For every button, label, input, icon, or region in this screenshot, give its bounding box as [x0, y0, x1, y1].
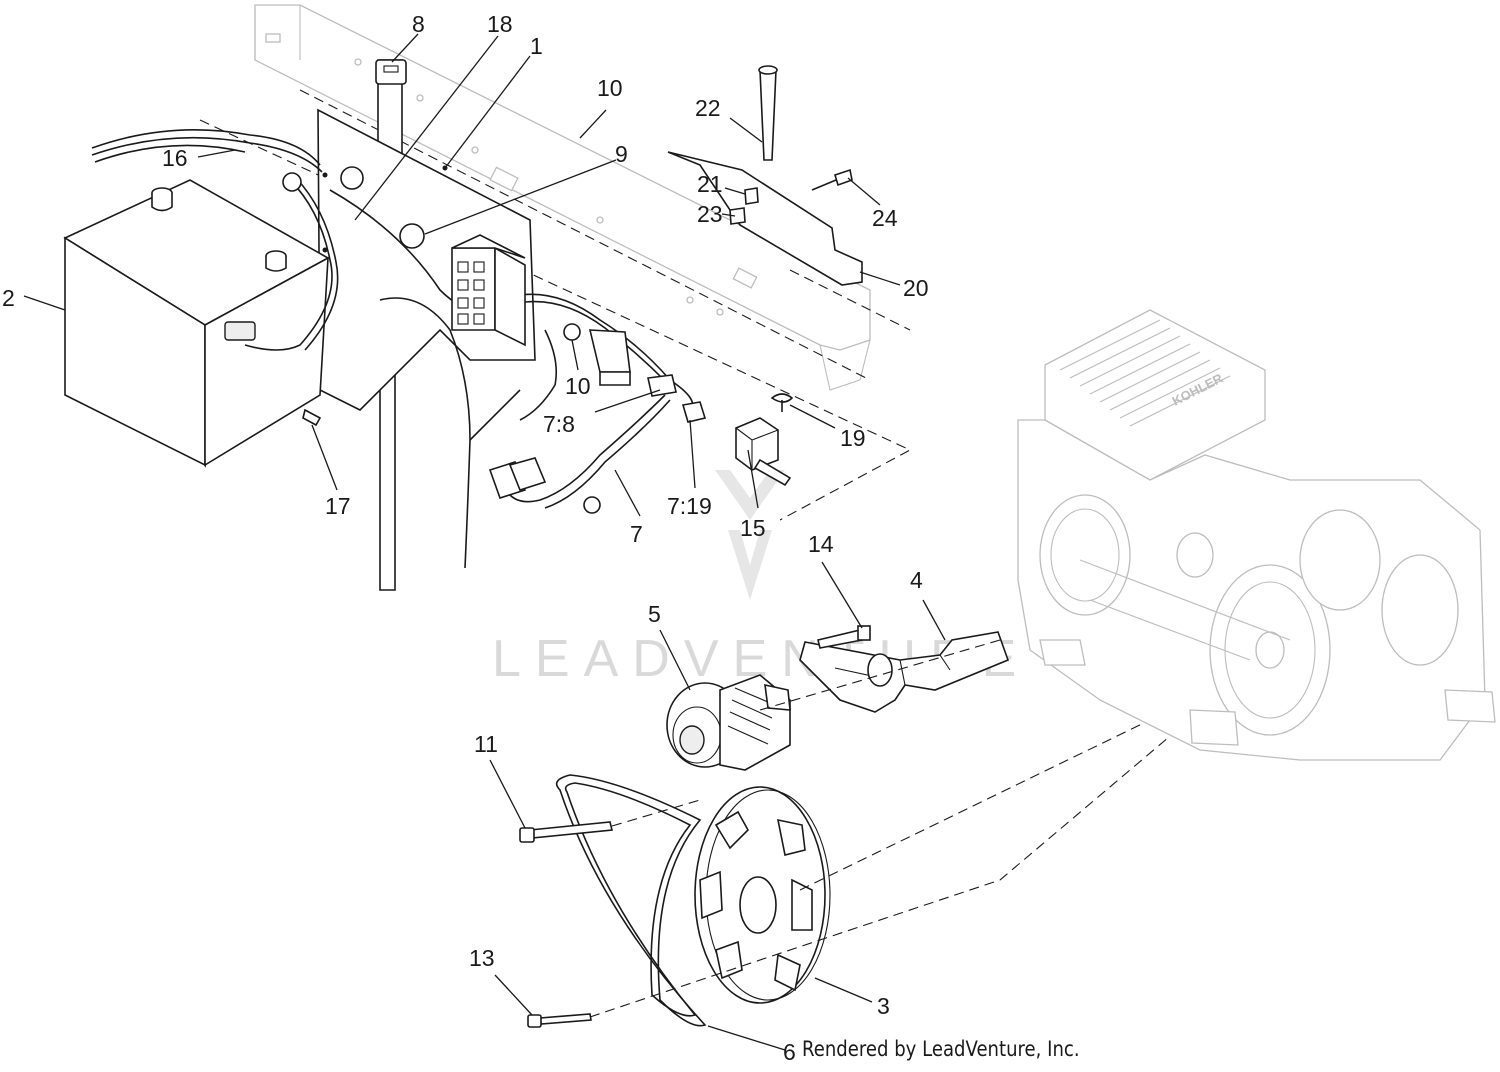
frame-channel — [199, 4, 912, 521]
callout-9: 9 — [615, 141, 628, 167]
callout-10-top: 10 — [597, 75, 623, 101]
alternator-bracket — [799, 625, 1010, 713]
callout-10-lower: 10 — [565, 373, 591, 399]
battery — [63, 179, 330, 468]
rendered-by-credit: Rendered by LeadVenture, Inc. — [802, 1037, 1080, 1061]
callout-7-8: 7:8 — [543, 411, 575, 437]
callout-1: 1 — [530, 33, 543, 59]
drive-pulley — [694, 786, 831, 1004]
bolts — [519, 821, 614, 1028]
callout-16: 16 — [162, 145, 188, 171]
callout-8: 8 — [412, 11, 425, 37]
callout-4: 4 — [910, 567, 923, 593]
callouts: 8 18 1 10 9 16 22 21 23 24 20 2 10 7:8 1… — [2, 11, 929, 1065]
callout-5: 5 — [648, 601, 661, 627]
callout-3: 3 — [877, 993, 890, 1019]
callout-15: 15 — [740, 515, 766, 541]
callout-22: 22 — [695, 95, 721, 121]
callout-23: 23 — [697, 201, 723, 227]
callout-17: 17 — [325, 493, 351, 519]
relay — [735, 393, 794, 487]
wiring-harness — [91, 129, 707, 569]
fuse-block — [451, 234, 631, 386]
callout-6: 6 — [783, 1039, 796, 1065]
callout-21: 21 — [697, 171, 723, 197]
alternator — [666, 674, 791, 771]
callout-7-19: 7:19 — [667, 493, 712, 519]
callout-19: 19 — [840, 425, 866, 451]
callout-11: 11 — [474, 731, 498, 757]
callout-18: 18 — [487, 11, 513, 37]
callout-20: 20 — [903, 275, 929, 301]
callout-2: 2 — [2, 285, 15, 311]
callout-14: 14 — [808, 531, 834, 557]
engine: KOHLER — [1017, 309, 1496, 761]
leader-lines — [23, 33, 946, 1051]
drive-belt — [555, 774, 707, 1027]
callout-7: 7 — [630, 521, 643, 547]
callout-13: 13 — [469, 945, 495, 971]
callout-24: 24 — [872, 205, 898, 231]
